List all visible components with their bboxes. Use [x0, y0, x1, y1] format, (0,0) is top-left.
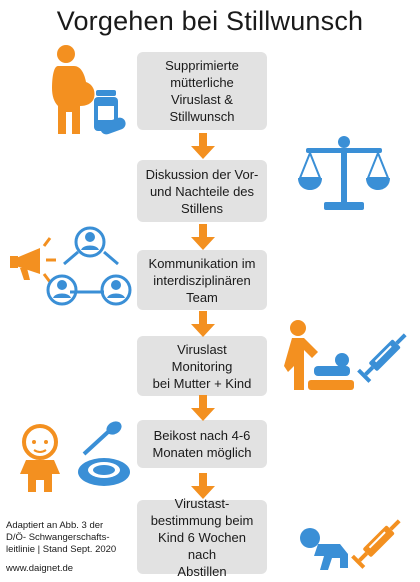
step-box-4: Viruslast Monitoring bei Mutter + Kind [137, 336, 267, 396]
step-box-1: Supprimierte mütterliche Viruslast & Sti… [137, 52, 267, 130]
pregnant-woman-icon [52, 45, 126, 135]
source-url: www.daignet.de [6, 563, 74, 574]
crawling-baby-syringe-icon [300, 519, 401, 570]
down-arrow-icon [191, 133, 215, 159]
down-arrow-icon [191, 311, 215, 337]
parent-baby-syringe-icon [284, 320, 407, 390]
page-title: Vorgehen bei Stillwunsch [56, 6, 364, 36]
step-box-5: Beikost nach 4-6 Monaten möglich [137, 420, 267, 468]
down-arrow-icon [191, 224, 215, 250]
down-arrow-icon [191, 473, 215, 499]
step-box-3: Kommunikation im interdisziplinären Team [137, 250, 267, 310]
step-box-2: Diskussion der Vor- und Nachteile des St… [137, 160, 267, 222]
step-box-6: Virustast- bestimmung beim Kind 6 Wochen… [137, 496, 267, 579]
down-arrow-icon [191, 395, 215, 421]
baby-spoon-plate-icon [20, 421, 130, 492]
balance-scale-icon [298, 136, 390, 210]
megaphone-team-network-icon [10, 226, 132, 306]
source-note: Adaptiert an Abb. 3 der D/Ö- Schwangersc… [6, 520, 117, 555]
